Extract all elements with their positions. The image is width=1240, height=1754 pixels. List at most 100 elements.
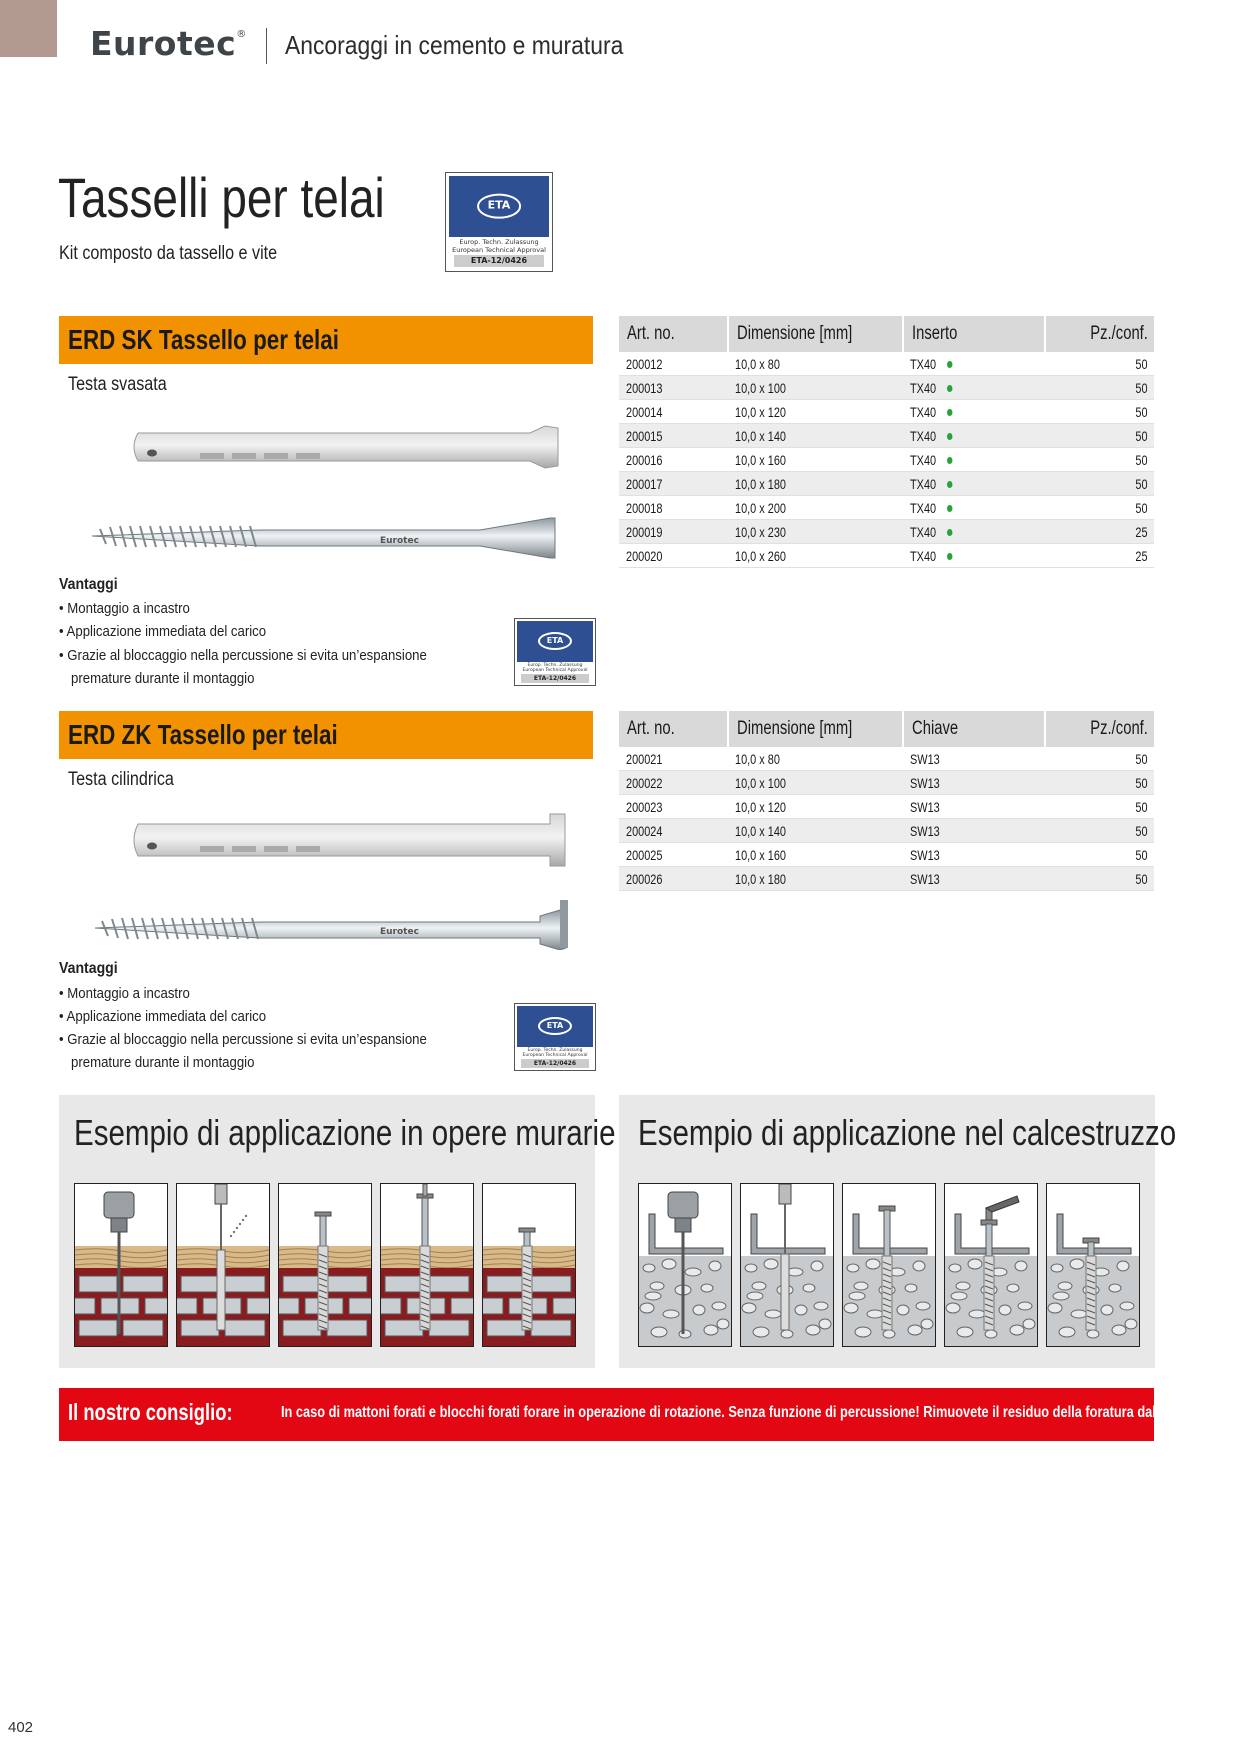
eta-line2: European Technical Approval — [522, 1052, 588, 1058]
table-cell: 50 — [1044, 794, 1154, 819]
availability-dot — [947, 505, 953, 513]
brand-logo: Eurotec® — [90, 24, 247, 63]
table-header-cell: Dimensione [mm] — [728, 316, 904, 352]
masonry-step-panel — [278, 1183, 372, 1347]
availability-dot — [947, 385, 953, 393]
vantaggi-heading: Vantaggi — [59, 576, 118, 593]
table-cell: 10,0 x 200 — [728, 495, 903, 520]
table-cell: 200013 — [619, 375, 729, 400]
availability-dot — [947, 457, 953, 465]
vantaggi-item: • Grazie al bloccaggio nella percussione… — [59, 647, 427, 664]
vantaggi-heading: Vantaggi — [59, 960, 118, 977]
concrete-step-panel — [638, 1183, 732, 1347]
screw-brand-mark: Eurotec — [380, 536, 419, 546]
vantaggi-item: • Grazie al bloccaggio nella percussione… — [59, 1031, 427, 1048]
table-header-cell: Art. no. — [619, 711, 730, 747]
table-cell: 10,0 x 80 — [728, 352, 903, 376]
table-cell: 200024 — [619, 818, 729, 843]
vantaggi-item: • Applicazione immediata del carico — [59, 1008, 267, 1025]
table-cell: 50 — [1044, 375, 1154, 400]
table-cell: TX40 — [902, 375, 1045, 400]
table-cell: 10,0 x 160 — [728, 447, 903, 472]
product-head-type: Testa cilindrica — [68, 769, 174, 790]
masonry-step-panel — [74, 1183, 168, 1347]
product-illustration-zk: Eurotec — [94, 813, 568, 950]
eta-number: ETA-12/0426 — [521, 674, 589, 684]
table-cell: 50 — [1044, 842, 1154, 867]
product-title: ERD ZK Tassello per telai — [68, 719, 338, 750]
table-cell: 200018 — [619, 495, 729, 520]
table-header-cell: Pz./conf. — [1044, 316, 1154, 352]
eta-line2: European Technical Approval — [452, 245, 546, 254]
eta-logo: ETA — [537, 632, 573, 651]
table-cell: SW13 — [902, 794, 1045, 819]
availability-dot — [947, 433, 953, 441]
table-cell: 50 — [1044, 471, 1154, 496]
concrete-step-panel — [740, 1183, 834, 1347]
table-cell: TX40 — [902, 399, 1045, 424]
eta-line1: Europ. Techn. Zulassung — [527, 662, 583, 668]
table-cell: 25 — [1044, 543, 1154, 568]
vantaggi-item: • Montaggio a incastro — [59, 600, 190, 617]
product-title: ERD SK Tassello per telai — [68, 324, 339, 355]
availability-dot — [947, 553, 953, 561]
table-cell: 200019 — [619, 519, 729, 544]
eta-badge-small: ETA Europ. Techn. Zulassung European Tec… — [514, 1003, 596, 1071]
table-cell: TX40 — [902, 519, 1045, 544]
masonry-example-title: Esempio di applicazione in opere murarie — [74, 1112, 616, 1153]
table-cell: 25 — [1044, 519, 1154, 544]
table-header-cell: Pz./conf. — [1044, 711, 1154, 747]
table-cell: SW13 — [902, 770, 1045, 795]
page-subtitle: Kit composto da tassello e vite — [59, 243, 278, 264]
concrete-step-panel — [1046, 1183, 1140, 1347]
vantaggi-item: premature durante il montaggio — [71, 670, 255, 687]
concrete-step-panel — [842, 1183, 936, 1347]
table-cell: 50 — [1044, 818, 1154, 843]
vantaggi-item: • Montaggio a incastro — [59, 985, 190, 1002]
product-title-bar: ERD ZK Tassello per telai — [59, 711, 593, 759]
table-cell: 200020 — [619, 543, 729, 568]
section-heading: Ancoraggi in cemento e muratura — [285, 30, 624, 60]
table-cell: TX40 — [902, 543, 1045, 568]
eta-line2: European Technical Approval — [522, 667, 588, 673]
masonry-example-box: Esempio di applicazione in opere murarie — [59, 1095, 615, 1368]
table-cell: 10,0 x 180 — [728, 866, 903, 891]
vantaggi-item: • Applicazione immediata del carico — [59, 623, 267, 640]
masonry-step-panel — [482, 1183, 576, 1347]
table-header-cell: Dimensione [mm] — [728, 711, 904, 747]
tip-text: In caso di mattoni forati e blocchi fora… — [281, 1404, 1188, 1421]
eta-flag: ETA — [517, 620, 593, 662]
concrete-example-box: Esempio di applicazione nel calcestruzzo — [619, 1095, 1176, 1368]
eta-badge-large: ETA Europ. Techn. Zulassung European Tec… — [445, 172, 553, 272]
availability-dot — [947, 481, 953, 489]
masonry-step-panel — [380, 1183, 474, 1347]
page-number: 402 — [8, 1719, 34, 1736]
table-cell: SW13 — [902, 818, 1045, 843]
table-cell: 50 — [1044, 399, 1154, 424]
table-cell: 200025 — [619, 842, 729, 867]
table-cell: 10,0 x 100 — [728, 770, 903, 795]
table-cell: 200023 — [619, 794, 729, 819]
table-cell: TX40 — [902, 447, 1045, 472]
table-cell: TX40 — [902, 495, 1045, 520]
eta-line1: Europ. Techn. Zulassung — [527, 1047, 583, 1053]
screw-brand-mark: Eurotec — [380, 927, 419, 937]
table-cell: TX40 — [902, 352, 1045, 376]
table-cell: 50 — [1044, 423, 1154, 448]
table-header-cell: Art. no. — [619, 316, 730, 352]
eta-flag: ETA — [449, 175, 549, 237]
